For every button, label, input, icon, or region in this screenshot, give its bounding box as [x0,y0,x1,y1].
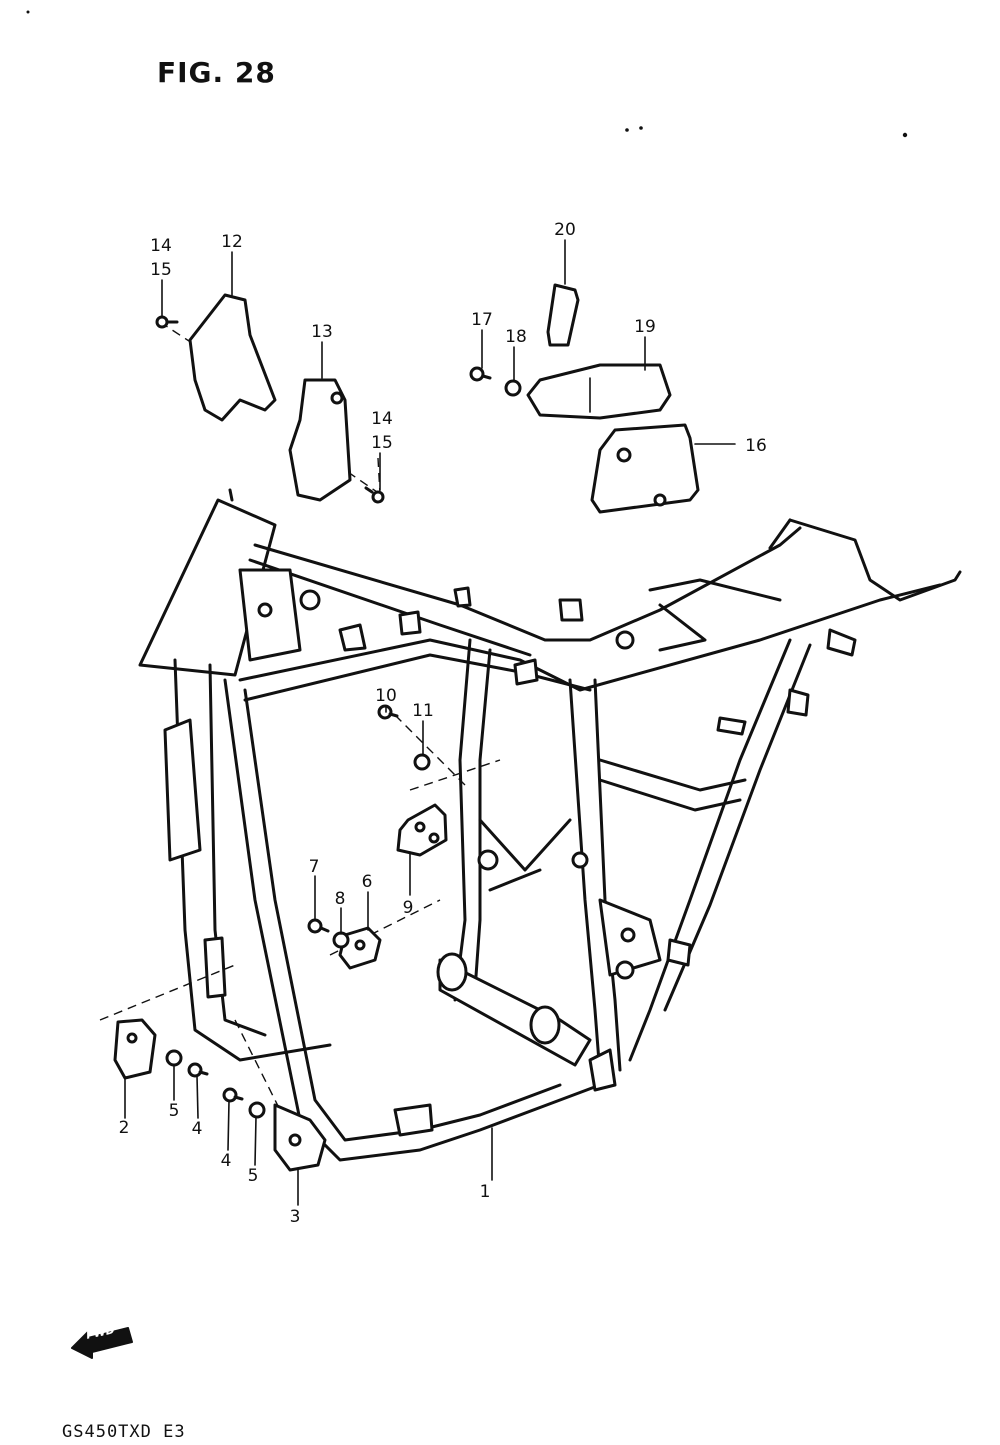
figure-title: FIG. 28 [157,56,276,89]
scan-speck [639,126,643,130]
seat-rail [788,518,962,602]
part-19-battery-cover [526,363,672,420]
callout-18: 18 [505,327,527,347]
callout-20: 20 [554,220,576,240]
scan-speck [26,10,30,14]
front-gusset [163,718,202,862]
part-20-strap [546,283,580,347]
rear-strut [628,638,792,1062]
center-tube [453,638,472,1002]
top-tube-right [238,583,942,692]
callout-15-upper: 15 [150,260,172,280]
callout-6: 6 [362,872,373,892]
callout-8: 8 [335,889,346,909]
scan-speck [625,128,629,132]
part-14-15-bolt-lower [364,486,385,504]
callout-19: 19 [634,317,656,337]
callout-12: 12 [221,232,243,252]
callout-14-upper: 14 [150,236,172,256]
part-5-washer-right [248,1101,266,1119]
part-16-battery-case [590,423,700,514]
part-12-bracket [188,293,277,422]
callout-16: 16 [745,436,767,456]
scan-speck [902,132,908,138]
down-tube-main [223,678,602,1162]
callout-10: 10 [375,686,397,706]
part-2-plate [113,1018,157,1080]
callout-15-lower: 15 [371,433,393,453]
callout-labels: 1 2 3 4 4 5 5 6 7 8 9 10 11 12 13 14 15 … [119,220,767,1227]
fwd-arrow-icon [71,1327,133,1359]
callout-7: 7 [309,857,320,877]
callout-14-lower: 14 [371,409,393,429]
part-10-bolt [377,704,399,720]
callout-1: 1 [480,1182,491,1202]
part-4-bolt-right [222,1087,244,1103]
down-tube-front [173,658,332,1062]
part-4-bolt-left [187,1062,209,1078]
part-11-washer [413,753,431,771]
part-14-15-bolt-upper [155,315,179,329]
callout-17: 17 [471,310,493,330]
callout-9: 9 [403,898,414,918]
part-7-bolt [307,918,330,934]
callout-4-left: 4 [192,1119,203,1139]
part-18-nut [504,379,522,397]
part-13-plate [288,378,352,502]
steering-head [138,498,277,677]
lower-tab [393,1103,434,1137]
callout-3: 3 [290,1207,301,1227]
part-17-bolt [469,366,492,382]
callout-13: 13 [311,322,333,342]
leader-lines [124,239,736,1206]
callout-11: 11 [412,701,434,721]
callout-4-right: 4 [221,1151,232,1171]
model-code: GS450TXD E3 [62,1422,186,1442]
main-frame [138,488,962,1162]
rear-down-tube [568,678,602,1077]
callout-5-left: 5 [169,1101,180,1121]
part-8-washer [332,931,350,949]
callout-5-right: 5 [248,1166,259,1186]
callout-2: 2 [119,1118,130,1138]
part-5-washer-left [165,1049,183,1067]
